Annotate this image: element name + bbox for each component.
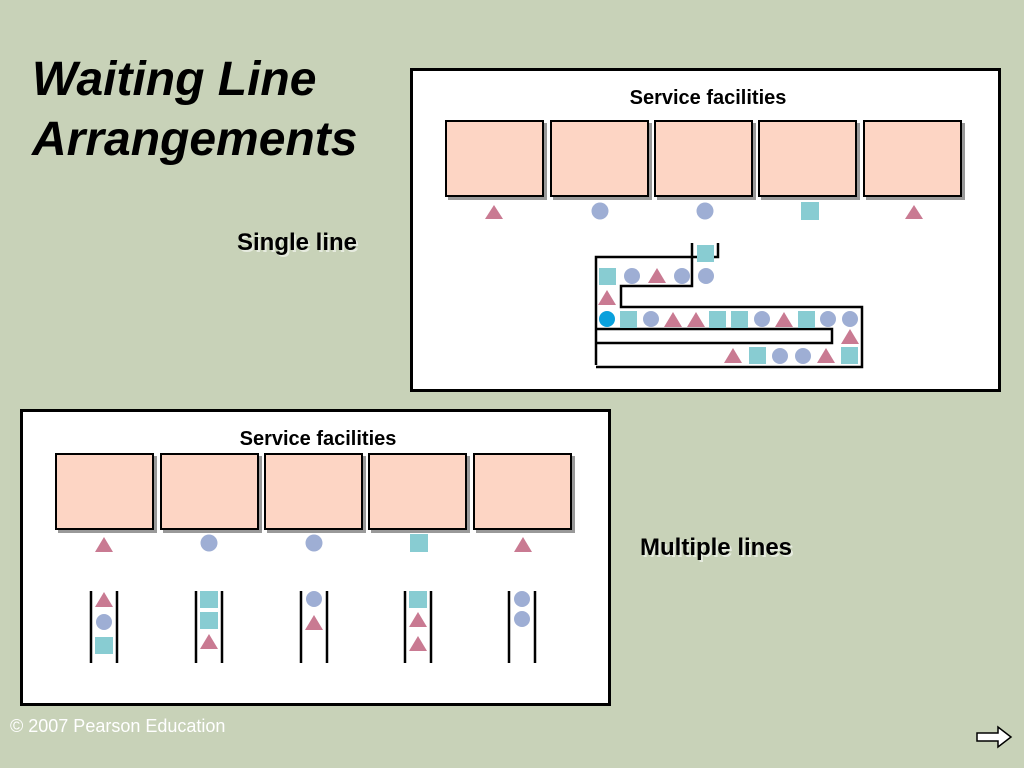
customer-triangle <box>687 312 705 327</box>
customer-circle <box>305 534 323 552</box>
copyright-text: © 2007 Pearson Education <box>10 716 226 736</box>
customer-circle <box>696 202 714 220</box>
highlight-customer-circle <box>599 311 615 327</box>
customer-square <box>200 591 218 608</box>
slide-title: Waiting Line Arrangements <box>32 50 357 170</box>
service-facility-4 <box>368 453 467 530</box>
customer-circle <box>591 202 609 220</box>
customer-circle <box>96 614 112 630</box>
customer-triangle <box>817 348 835 363</box>
title-line-1: Waiting Line <box>32 53 317 106</box>
customer-square <box>798 311 815 328</box>
title-line-2: Arrangements <box>32 113 358 166</box>
customer-square <box>709 311 726 328</box>
customer-triangle <box>409 636 427 651</box>
customer-circle <box>698 268 714 284</box>
customer-circle <box>514 611 530 627</box>
service-facility-5 <box>473 453 572 530</box>
service-facility-3 <box>264 453 363 530</box>
customer-circle <box>643 311 659 327</box>
customer-triangle <box>95 592 113 607</box>
single-line-diagram: Service facilities <box>410 68 1001 392</box>
customer-circle <box>842 311 858 327</box>
lane-3 <box>305 591 323 630</box>
service-facility-2 <box>160 453 259 530</box>
right-arrow-icon <box>976 725 1013 749</box>
multiple-lines-label: Multiple lines <box>640 534 793 561</box>
single-line-canvas: Service facilities <box>445 87 962 369</box>
customer-circle <box>200 534 218 552</box>
customer-triangle <box>775 312 793 327</box>
customer-square <box>731 311 748 328</box>
customer-circle <box>754 311 770 327</box>
customer-circle <box>795 348 811 364</box>
customer-triangle <box>664 312 682 327</box>
lane-5 <box>514 591 530 627</box>
service-facility-2 <box>550 120 649 197</box>
customer-circle <box>820 311 836 327</box>
customer-circle <box>772 348 788 364</box>
customer-square <box>599 268 616 285</box>
lane-walls <box>89 591 537 663</box>
customer-circle <box>674 268 690 284</box>
customer-circle <box>624 268 640 284</box>
customer-square <box>409 591 427 608</box>
service-facility-5 <box>863 120 962 197</box>
customer-triangle <box>409 612 427 627</box>
customer-triangle <box>598 290 616 305</box>
service-facility-1 <box>55 453 154 530</box>
service-facilities-label: Service facilities <box>240 428 397 450</box>
service-facility-1 <box>445 120 544 197</box>
customer-circle <box>514 591 530 607</box>
customer-triangle <box>724 348 742 363</box>
service-facility-4 <box>758 120 857 197</box>
customer-triangle <box>200 634 218 649</box>
customer-square <box>697 245 714 262</box>
queue-customers <box>598 245 859 364</box>
customer-triangle <box>95 537 113 552</box>
queue-walls <box>594 243 864 369</box>
lane-2 <box>200 591 218 649</box>
single-line-label: Single line <box>237 229 358 256</box>
customer-square <box>801 202 819 220</box>
lane-1 <box>95 592 113 654</box>
multiple-lines-diagram: Service facilities <box>20 409 611 706</box>
customer-square <box>620 311 637 328</box>
multiple-lines-canvas: Service facilities <box>55 428 572 663</box>
customer-square <box>841 347 858 364</box>
customer-triangle <box>905 205 923 219</box>
customer-square <box>749 347 766 364</box>
lane-4 <box>409 591 427 651</box>
service-facilities-label: Service facilities <box>630 87 787 109</box>
customer-triangle <box>514 537 532 552</box>
customer-triangle <box>841 329 859 344</box>
next-slide-button[interactable] <box>974 724 1014 750</box>
customer-triangle <box>305 615 323 630</box>
service-facility-3 <box>654 120 753 197</box>
customer-circle <box>306 591 322 607</box>
customer-triangle <box>485 205 503 219</box>
customer-square <box>200 612 218 629</box>
customer-square <box>410 534 428 552</box>
customer-square <box>95 637 113 654</box>
customer-triangle <box>648 268 666 283</box>
